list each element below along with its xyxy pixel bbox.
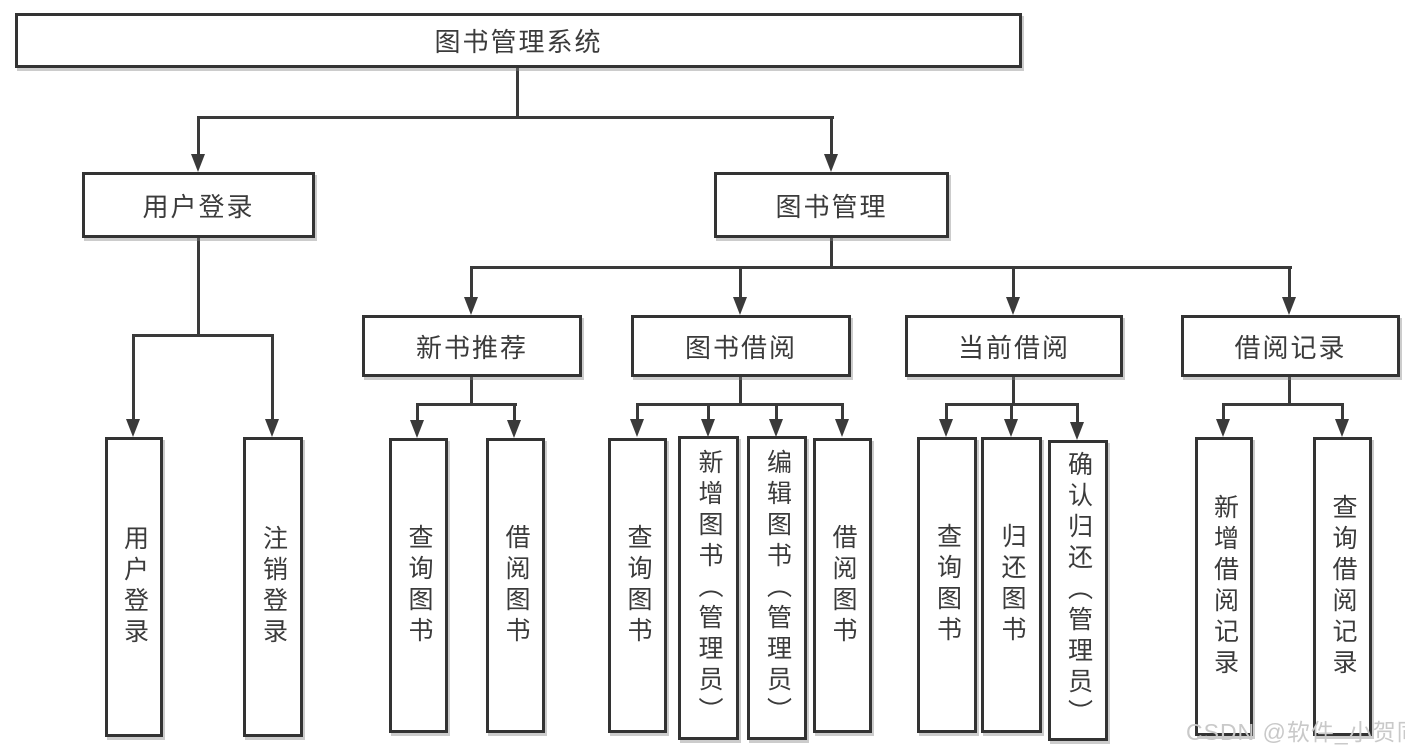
- node-label: 用户登录: [142, 191, 255, 222]
- leaf-borrow-books-borrowing: 借阅图书: [813, 438, 872, 733]
- arrow-down-icon: [733, 297, 747, 315]
- connector-line: [132, 334, 135, 419]
- connector-line: [470, 266, 1292, 269]
- connector-line: [1288, 266, 1291, 297]
- arrow-down-icon: [126, 419, 140, 437]
- leaf-label: 用户登录: [120, 525, 149, 649]
- arrow-down-icon: [1335, 419, 1349, 437]
- node-book-borrowing: 图书借阅: [631, 315, 851, 377]
- node-borrow-records: 借阅记录: [1181, 315, 1400, 377]
- leaf-query-books-borrowing: 查询图书: [608, 438, 667, 733]
- connector-line: [636, 403, 844, 406]
- leaf-borrow-books-recommend: 借阅图书: [486, 438, 545, 733]
- arrow-down-icon: [1006, 297, 1020, 315]
- leaf-label: 新增借阅记录: [1210, 493, 1239, 680]
- connector-line: [470, 377, 473, 405]
- connector-line: [1076, 403, 1079, 422]
- leaf-confirm-return-admin: 确认归还（管理员）: [1048, 440, 1108, 741]
- connector-line: [470, 266, 473, 297]
- connector-line: [132, 334, 274, 337]
- node-book-management: 图书管理: [714, 172, 949, 238]
- leaf-label: 查询图书: [405, 523, 433, 648]
- arrow-down-icon: [939, 419, 953, 437]
- connector-line: [197, 116, 200, 154]
- connector-line: [945, 403, 948, 419]
- leaf-edit-book-admin: 编辑图书（管理员）: [747, 436, 807, 740]
- connector-line: [1012, 266, 1015, 297]
- leaf-label: 编辑图书（管理员）: [763, 448, 792, 728]
- arrow-down-icon: [1004, 419, 1018, 437]
- leaf-label: 新增图书（管理员）: [695, 448, 723, 728]
- node-label: 图书管理: [775, 191, 888, 222]
- node-library-system: 图书管理系统: [15, 13, 1022, 68]
- arrow-down-icon: [824, 154, 838, 172]
- arrow-down-icon: [191, 154, 205, 172]
- arrow-down-icon: [630, 419, 644, 437]
- connector-line: [516, 68, 519, 119]
- connector-line: [416, 403, 517, 406]
- arrow-down-icon: [410, 420, 424, 438]
- arrow-down-icon: [769, 419, 783, 437]
- leaf-label: 注销登录: [259, 525, 288, 649]
- connector-line: [197, 116, 834, 119]
- connector-line: [1012, 377, 1015, 405]
- connector-line: [739, 266, 742, 297]
- node-label: 当前借阅: [957, 332, 1070, 363]
- connector-line: [1010, 403, 1013, 419]
- connector-line: [775, 403, 778, 419]
- connector-line: [1288, 377, 1291, 405]
- arrow-down-icon: [1070, 422, 1084, 440]
- connector-line: [830, 237, 833, 268]
- arrow-down-icon: [464, 297, 478, 315]
- connector-line: [830, 116, 833, 154]
- leaf-label: 查询图书: [624, 523, 652, 648]
- node-new-book-recommend: 新书推荐: [362, 315, 582, 377]
- connector-line: [1341, 403, 1344, 419]
- connector-line: [416, 403, 419, 420]
- leaf-return-book: 归还图书: [981, 437, 1042, 733]
- leaf-label: 借阅图书: [502, 523, 530, 648]
- arrow-down-icon: [1216, 419, 1230, 437]
- connector-line: [707, 403, 710, 419]
- connector-line: [513, 403, 516, 420]
- connector-line: [841, 403, 844, 419]
- node-label: 新书推荐: [415, 332, 528, 363]
- leaf-query-books-current: 查询图书: [917, 437, 977, 733]
- leaf-user-login: 用户登录: [105, 437, 163, 737]
- leaf-query-borrow-record: 查询借阅记录: [1313, 437, 1372, 736]
- connector-line: [197, 237, 200, 336]
- node-label: 借阅记录: [1234, 332, 1347, 363]
- connector-line: [1222, 403, 1344, 406]
- connector-line: [271, 334, 274, 419]
- leaf-label: 查询借阅记录: [1329, 493, 1357, 680]
- node-user-login: 用户登录: [82, 172, 315, 238]
- arrow-down-icon: [265, 419, 279, 437]
- leaf-add-borrow-record: 新增借阅记录: [1195, 437, 1253, 736]
- leaf-query-books-recommend: 查询图书: [389, 438, 448, 733]
- connector-line: [636, 403, 639, 419]
- leaf-label: 查询图书: [933, 523, 962, 647]
- leaf-label: 借阅图书: [829, 523, 857, 648]
- leaf-logout: 注销登录: [243, 437, 303, 737]
- node-label: 图书管理系统: [434, 27, 603, 57]
- node-current-borrowing: 当前借阅: [905, 315, 1123, 377]
- connector-line: [739, 377, 742, 405]
- leaf-add-book-admin: 新增图书（管理员）: [678, 436, 739, 740]
- arrow-down-icon: [507, 420, 521, 438]
- arrow-down-icon: [1282, 297, 1296, 315]
- connector-line: [1222, 403, 1225, 419]
- arrow-down-icon: [701, 419, 715, 437]
- leaf-label: 归还图书: [998, 523, 1026, 647]
- leaf-label: 确认归还（管理员）: [1064, 451, 1093, 730]
- node-label: 图书借阅: [684, 332, 797, 363]
- watermark-text: CSDN @软件_小贺同学: [1186, 719, 1405, 745]
- arrow-down-icon: [835, 419, 849, 437]
